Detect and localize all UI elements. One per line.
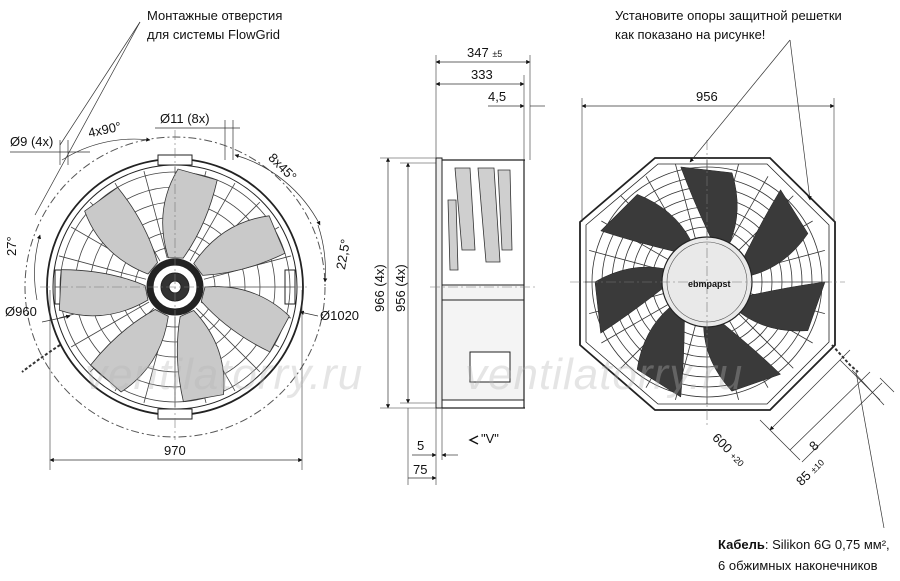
dim-angle-27: 27° <box>4 236 19 256</box>
fan-blades <box>58 168 290 403</box>
watermark-1: ventilatorry.ru <box>85 350 364 399</box>
dim-dia-960: Ø960 <box>5 304 37 319</box>
side-flange <box>435 157 443 409</box>
guard-note-line2: как показано на рисунке! <box>615 27 766 42</box>
side-blades <box>447 167 513 271</box>
dim-depth-347: 347 ±5 <box>467 45 502 62</box>
dim-height-956: 956 (4x) <box>393 264 408 312</box>
cable-label: Кабель <box>718 537 765 552</box>
back-cable <box>831 344 859 373</box>
watermark-2: ventilatorry.ru <box>465 350 744 399</box>
dim-75: 75 <box>413 462 428 477</box>
dim-depth-347-tol: ±5 <box>492 49 503 59</box>
dim-5: 5 <box>417 438 425 453</box>
view-v-label: "V" <box>481 431 499 446</box>
dim-depth-333: 333 <box>471 67 493 82</box>
dim-depth-4-5: 4,5 <box>488 89 507 104</box>
cable <box>21 344 61 373</box>
back-view <box>570 39 895 529</box>
back-blades <box>594 166 826 398</box>
dim-width-970: 970 <box>164 443 186 458</box>
dim-hole-9: Ø9 (4x) <box>10 134 54 149</box>
dim-dia-1020: Ø1020 <box>320 308 360 323</box>
guard-note-line1: Установите опоры защитной решетки <box>615 8 842 23</box>
cable-note-line2: 6 обжимных наконечников <box>718 558 878 573</box>
flowgrid-note-line2: для системы FlowGrid <box>147 27 281 42</box>
dim-height-966: 966 (4x) <box>372 264 387 312</box>
cable-note: Кабель: Silikon 6G 0,75 мм², <box>718 535 890 554</box>
dim-hole-11: Ø11 (8x) <box>160 111 210 126</box>
flowgrid-note-line1: Монтажные отверстия <box>147 8 283 23</box>
octagon-plate <box>579 157 836 411</box>
side-view <box>380 55 545 485</box>
dim-width-956: 956 <box>696 89 718 104</box>
brand-label: ebmpapst <box>688 279 731 289</box>
dim-depth-347-value: 347 <box>467 45 489 60</box>
cable-spec: : Silikon 6G 0,75 мм², <box>764 537 890 552</box>
front-view <box>10 21 328 470</box>
